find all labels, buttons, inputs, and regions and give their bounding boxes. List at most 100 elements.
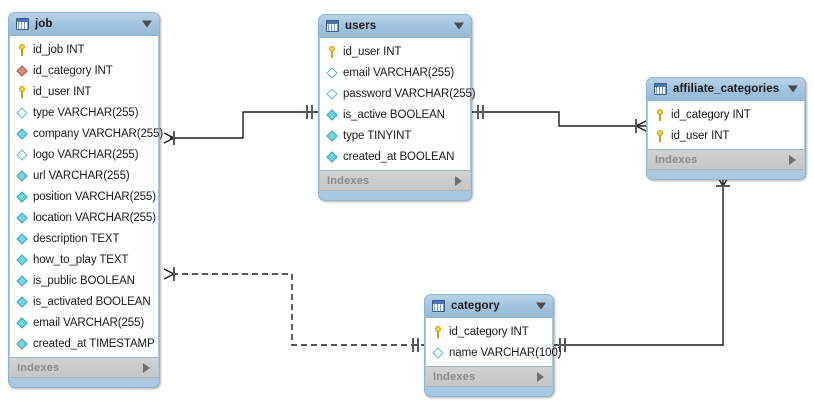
field-row[interactable]: id_category INT <box>648 104 804 125</box>
field-row[interactable]: password VARCHAR(255) <box>320 83 476 104</box>
field-row[interactable]: created_at TIMESTAMP <box>10 333 158 354</box>
field-label: id_job INT <box>33 43 85 56</box>
field-label: description TEXT <box>33 232 120 245</box>
relationship-affiliate-categories-category[interactable] <box>554 175 730 352</box>
field-label: email VARCHAR(255) <box>33 316 145 329</box>
entity-fields-category: id_category INT name VARCHAR(100) <box>426 317 562 367</box>
field-label: location VARCHAR(255) <box>33 211 156 224</box>
indexes-label: Indexes <box>433 370 476 383</box>
relationship-job-users[interactable] <box>163 105 318 145</box>
chevron-right-icon[interactable] <box>537 371 544 382</box>
field-label: url VARCHAR(255) <box>33 169 130 182</box>
column-notnull-icon <box>16 275 28 287</box>
column-notnull-icon <box>16 128 28 140</box>
field-row[interactable]: type VARCHAR(255) <box>10 102 158 123</box>
field-label: id_category INT <box>449 325 529 338</box>
field-label: company VARCHAR(255) <box>33 127 164 140</box>
table-icon <box>326 20 339 32</box>
column-notnull-icon <box>16 170 28 182</box>
entity-table-affiliate-categories[interactable]: affiliate_categories id_category INT id_… <box>646 77 806 180</box>
field-row[interactable]: name VARCHAR(100) <box>426 342 562 363</box>
field-row[interactable]: is_active BOOLEAN <box>320 104 470 125</box>
indexes-label: Indexes <box>17 361 60 374</box>
field-row[interactable]: is_activated BOOLEAN <box>10 291 158 312</box>
field-label: is_activated BOOLEAN <box>33 295 151 308</box>
entity-header-category[interactable]: category <box>425 295 553 317</box>
column-notnull-icon <box>16 254 28 266</box>
entity-title: job <box>35 18 53 30</box>
field-row[interactable]: id_user INT <box>320 41 470 62</box>
chevron-right-icon[interactable] <box>789 154 796 165</box>
field-row[interactable]: logo VARCHAR(255) <box>10 144 158 165</box>
column-nullable-icon <box>16 107 28 119</box>
field-row[interactable]: id_category INT <box>10 60 158 81</box>
primary-key-icon <box>16 43 28 56</box>
chevron-down-icon[interactable] <box>142 20 152 28</box>
field-label: id_category INT <box>671 108 751 121</box>
table-icon <box>432 300 445 312</box>
column-notnull-icon <box>16 296 28 308</box>
field-row[interactable]: location VARCHAR(255) <box>10 207 158 228</box>
entity-header-affiliate-categories[interactable]: affiliate_categories <box>647 78 805 100</box>
column-notnull-icon <box>16 191 28 203</box>
field-row[interactable]: id_job INT <box>10 39 158 60</box>
field-label: position VARCHAR(255) <box>33 190 156 203</box>
field-label: created_at BOOLEAN <box>343 150 455 163</box>
entity-table-users[interactable]: users id_user INT email VARCHAR(255) pas… <box>318 14 476 201</box>
column-notnull-icon <box>326 151 338 163</box>
indexes-label: Indexes <box>655 153 698 166</box>
indexes-section-affiliate-categories[interactable]: Indexes <box>648 150 804 170</box>
field-label: is_public BOOLEAN <box>33 274 135 287</box>
primary-key-icon <box>432 325 444 338</box>
field-row[interactable]: how_to_play TEXT <box>10 249 158 270</box>
chevron-down-icon[interactable] <box>536 302 546 310</box>
column-nullable-icon <box>326 88 338 100</box>
field-row[interactable]: email VARCHAR(255) <box>320 62 470 83</box>
field-label: type TINYINT <box>343 129 412 142</box>
field-label: id_category INT <box>33 64 113 77</box>
indexes-section-job[interactable]: Indexes <box>10 358 158 378</box>
field-row[interactable]: url VARCHAR(255) <box>10 165 158 186</box>
indexes-label: Indexes <box>327 174 370 187</box>
column-nullable-icon <box>16 149 28 161</box>
table-icon <box>16 18 29 30</box>
column-notnull-icon <box>16 338 28 350</box>
field-label: is_active BOOLEAN <box>343 108 445 121</box>
field-row[interactable]: email VARCHAR(255) <box>10 312 158 333</box>
entity-title: users <box>345 20 377 32</box>
field-row[interactable]: company VARCHAR(255) <box>10 123 163 144</box>
column-notnull-icon <box>16 212 28 224</box>
field-label: created_at TIMESTAMP <box>33 337 155 350</box>
chevron-down-icon[interactable] <box>788 85 798 93</box>
chevron-right-icon[interactable] <box>143 362 150 373</box>
relationship-job-category[interactable] <box>163 267 424 352</box>
column-notnull-icon <box>16 233 28 245</box>
field-row[interactable]: id_user INT <box>10 81 158 102</box>
entity-table-job[interactable]: job id_job INT id_category INT id_user I… <box>8 12 163 388</box>
field-row[interactable]: position VARCHAR(255) <box>10 186 158 207</box>
field-row[interactable]: id_category INT <box>426 321 552 342</box>
field-row[interactable]: description TEXT <box>10 228 158 249</box>
field-label: logo VARCHAR(255) <box>33 148 139 161</box>
field-row[interactable]: is_public BOOLEAN <box>10 270 158 291</box>
indexes-section-category[interactable]: Indexes <box>426 367 552 387</box>
column-nullable-icon <box>432 347 444 359</box>
field-label: id_user INT <box>33 85 92 98</box>
relationship-users-affiliate-categories[interactable] <box>472 105 647 133</box>
entity-title: affiliate_categories <box>673 83 780 95</box>
primary-key-icon <box>326 45 338 58</box>
primary-key-icon <box>654 129 666 142</box>
entity-table-category[interactable]: category id_category INT name VARCHAR(10… <box>424 294 562 397</box>
chevron-down-icon[interactable] <box>454 22 464 30</box>
indexes-section-users[interactable]: Indexes <box>320 171 470 191</box>
field-row[interactable]: type TINYINT <box>320 125 470 146</box>
column-nullable-icon <box>326 67 338 79</box>
entity-header-job[interactable]: job <box>9 13 159 35</box>
chevron-right-icon[interactable] <box>455 175 462 186</box>
field-row[interactable]: id_user INT <box>648 125 804 146</box>
entity-header-users[interactable]: users <box>319 15 471 37</box>
field-row[interactable]: created_at BOOLEAN <box>320 146 470 167</box>
foreign-key-icon <box>16 65 28 77</box>
